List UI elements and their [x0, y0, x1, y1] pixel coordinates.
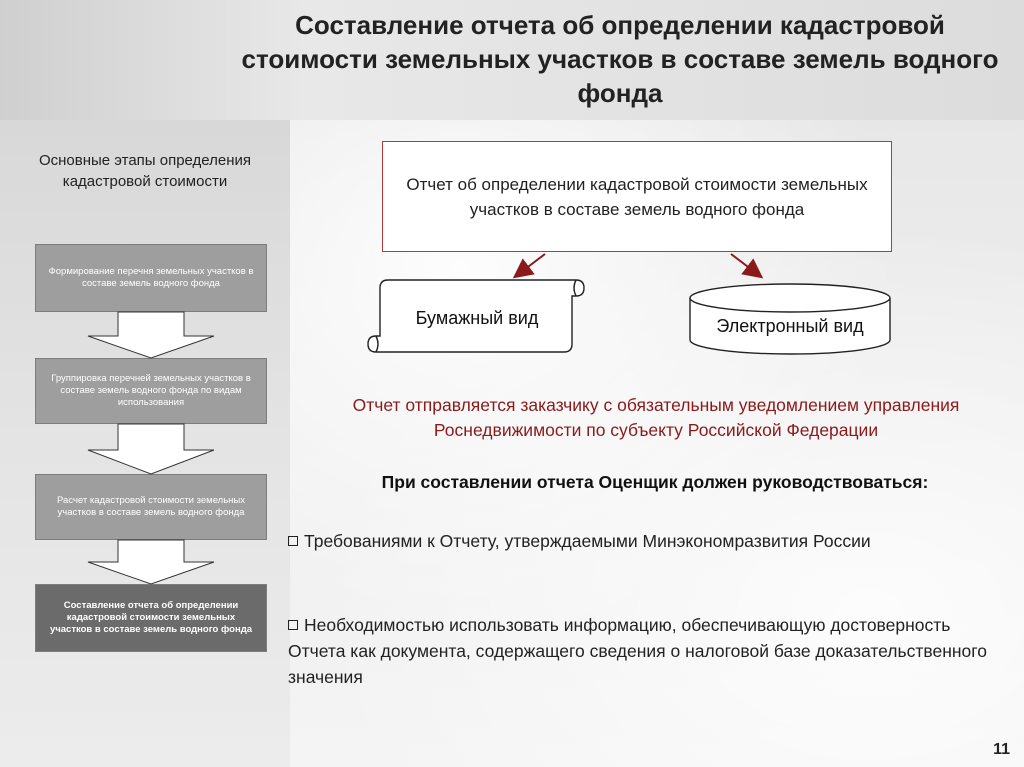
- stages-heading: Основные этапы определения кадастровой с…: [38, 152, 252, 190]
- stage-step-3: Расчет кадастровой стоимости земельных у…: [35, 474, 267, 540]
- title-band: [0, 0, 1024, 120]
- paper-scroll-icon: [367, 279, 585, 353]
- guidance-item-2-text: Необходимостью использовать информацию, …: [288, 615, 988, 687]
- stage-step-4: Составление отчета об определении кадаст…: [35, 584, 267, 652]
- guidance-item-1-text: Требованиями к Отчету, утверждаемыми Мин…: [304, 531, 871, 551]
- down-arrow-icon: [87, 423, 215, 475]
- stage-flow-arrows: [87, 311, 215, 585]
- guidance-item-2: Необходимостью использовать информацию, …: [288, 612, 1008, 690]
- down-arrow-icon: [87, 539, 215, 585]
- stage-step-1: Формирование перечня земельных участков …: [35, 244, 267, 312]
- arrow-to-electronic: [730, 253, 764, 279]
- page-number: 11: [993, 741, 1010, 758]
- arrow-to-paper: [512, 253, 546, 279]
- guidance-heading: При составлении отчета Оценщик должен ру…: [381, 472, 929, 492]
- report-box: Отчет об определении кадастровой стоимос…: [382, 141, 892, 252]
- slide-title: Составление отчета об определении кадаст…: [241, 10, 999, 108]
- checkbox-bullet-icon: [288, 536, 298, 546]
- guidance-item-1: Требованиями к Отчету, утверждаемыми Мин…: [288, 528, 1008, 554]
- down-arrow-icon: [87, 311, 215, 359]
- notice-text: Отчет отправляется заказчику с обязатель…: [352, 395, 960, 440]
- paper-form-label: Бумажный вид: [415, 308, 539, 328]
- database-cylinder-icon: [689, 283, 891, 355]
- checkbox-bullet-icon: [288, 620, 298, 630]
- electronic-form-label: Электронный вид: [716, 316, 864, 336]
